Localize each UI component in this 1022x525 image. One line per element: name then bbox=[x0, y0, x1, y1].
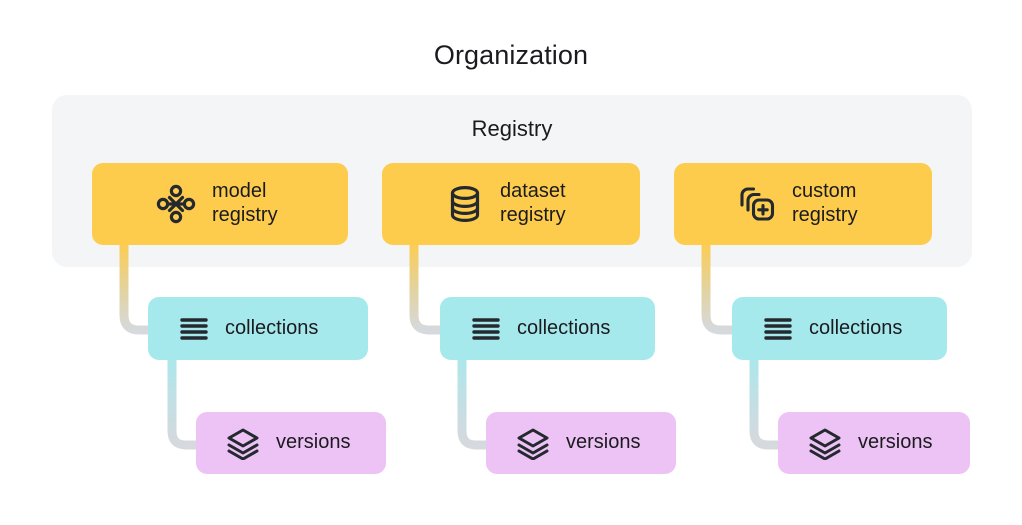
collections-card-label: collections bbox=[225, 316, 319, 339]
versions-card-label: versions bbox=[858, 431, 933, 454]
layers-stack-icon bbox=[226, 426, 260, 461]
registry-card-dataset[interactable]: dataset registry bbox=[382, 163, 640, 245]
versions-card-1[interactable]: versions bbox=[486, 412, 676, 474]
collections-card-2[interactable]: collections bbox=[732, 297, 947, 360]
versions-card-2[interactable]: versions bbox=[778, 412, 970, 474]
layers-stack-icon bbox=[808, 426, 842, 461]
list-lines-icon bbox=[470, 313, 502, 345]
database-cylinder-icon bbox=[444, 183, 486, 225]
list-lines-icon bbox=[178, 313, 210, 345]
stacked-squares-plus-icon bbox=[736, 183, 778, 225]
registry-card-label: custom registry bbox=[792, 180, 858, 226]
registry-card-model[interactable]: model registry bbox=[92, 163, 348, 245]
versions-card-0[interactable]: versions bbox=[196, 412, 386, 474]
collections-card-1[interactable]: collections bbox=[440, 297, 655, 360]
model-graph-icon bbox=[154, 182, 198, 226]
versions-card-label: versions bbox=[276, 431, 351, 454]
collections-card-label: collections bbox=[517, 316, 611, 339]
page-title: Organization bbox=[433, 40, 589, 70]
collections-card-0[interactable]: collections bbox=[148, 297, 368, 360]
versions-card-label: versions bbox=[566, 431, 641, 454]
registry-card-custom[interactable]: custom registry bbox=[674, 163, 932, 245]
registry-card-label: model registry bbox=[212, 180, 278, 226]
layers-stack-icon bbox=[516, 426, 550, 461]
list-lines-icon bbox=[762, 313, 794, 345]
collections-card-label: collections bbox=[809, 316, 903, 339]
registry-card-label: dataset registry bbox=[500, 180, 566, 226]
registry-panel-title: Registry bbox=[471, 116, 553, 141]
